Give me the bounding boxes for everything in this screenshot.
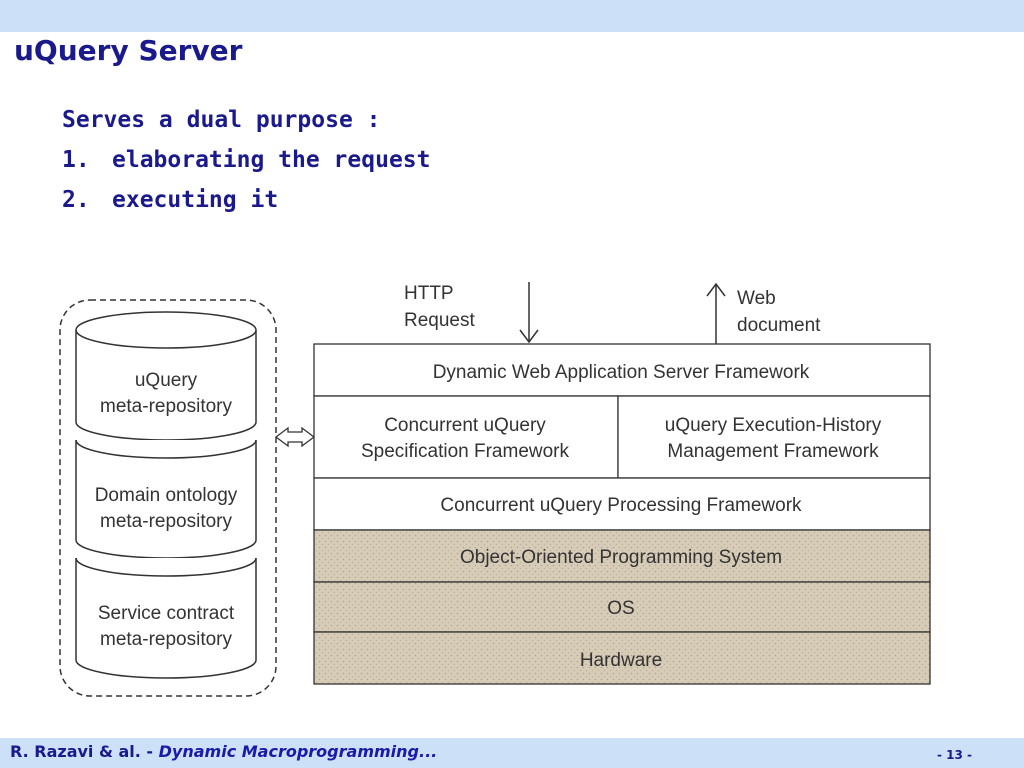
repository-label: Domain ontology bbox=[95, 485, 238, 506]
bidirectional-arrow-icon bbox=[274, 426, 316, 448]
http-request-label: HTTP bbox=[404, 283, 454, 304]
slide-title: uQuery Server bbox=[14, 34, 243, 67]
layer-label: Hardware bbox=[580, 650, 662, 671]
architecture-diagram: uQuery meta-repository Domain ontology m… bbox=[59, 282, 931, 697]
list-item: 2. executing it bbox=[62, 180, 431, 220]
layer-box-hatched bbox=[313, 581, 931, 633]
repository-group-outline bbox=[59, 299, 277, 697]
layer-label: uQuery Execution-History bbox=[665, 415, 882, 436]
up-arrow-icon bbox=[706, 282, 726, 297]
layer-stack: Dynamic Web Application Server Framework… bbox=[313, 343, 931, 685]
layer-box-hatched bbox=[313, 631, 931, 685]
list-item: 1. elaborating the request bbox=[62, 140, 431, 180]
layer-label: Object-Oriented Programming System bbox=[460, 547, 782, 568]
footer-subtitle: Dynamic Macroprogramming... bbox=[158, 742, 438, 761]
footer-authors: R. Razavi & al. - bbox=[10, 742, 159, 761]
repository-label: uQuery bbox=[135, 370, 198, 391]
list-text: elaborating the request bbox=[112, 147, 431, 173]
list-number: 2. bbox=[62, 187, 90, 213]
web-document-label: Web bbox=[737, 288, 776, 309]
layer-box bbox=[313, 477, 931, 531]
http-request-label: Request bbox=[404, 310, 475, 331]
layer-label: OS bbox=[607, 598, 634, 619]
repository-label: Service contract bbox=[98, 603, 235, 624]
repository-cylinder: uQuery meta-repository bbox=[75, 311, 257, 441]
list-text: executing it bbox=[112, 187, 279, 213]
web-document-label: document bbox=[737, 315, 821, 336]
list-number: 1. bbox=[62, 147, 90, 173]
layer-box bbox=[617, 395, 931, 479]
layer-label: Dynamic Web Application Server Framework bbox=[433, 362, 810, 383]
layer-box-hatched bbox=[313, 529, 931, 583]
top-band bbox=[0, 0, 1024, 32]
repository-label: meta-repository bbox=[100, 396, 232, 417]
repository-cylinder: Domain ontology meta-repository bbox=[75, 439, 257, 559]
layer-box bbox=[313, 343, 931, 397]
repository-label: meta-repository bbox=[100, 511, 232, 532]
page-number: - 13 - bbox=[936, 748, 972, 762]
layer-box bbox=[313, 395, 619, 479]
layer-label: Specification Framework bbox=[361, 441, 570, 462]
repository-label: meta-repository bbox=[100, 629, 232, 650]
intro-block: Serves a dual purpose : 1. elaborating th… bbox=[62, 100, 431, 220]
repository-cylinder: Service contract meta-repository bbox=[75, 557, 257, 679]
intro-line: Serves a dual purpose : bbox=[62, 107, 381, 133]
layer-label: Concurrent uQuery Processing Framework bbox=[440, 495, 802, 516]
down-arrow-icon bbox=[519, 329, 539, 344]
bottom-band bbox=[0, 738, 1024, 768]
layer-label: Management Framework bbox=[667, 441, 879, 462]
footer-credit: R. Razavi & al. - Dynamic Macroprogrammi… bbox=[10, 742, 437, 761]
layer-label: Concurrent uQuery bbox=[384, 415, 546, 436]
